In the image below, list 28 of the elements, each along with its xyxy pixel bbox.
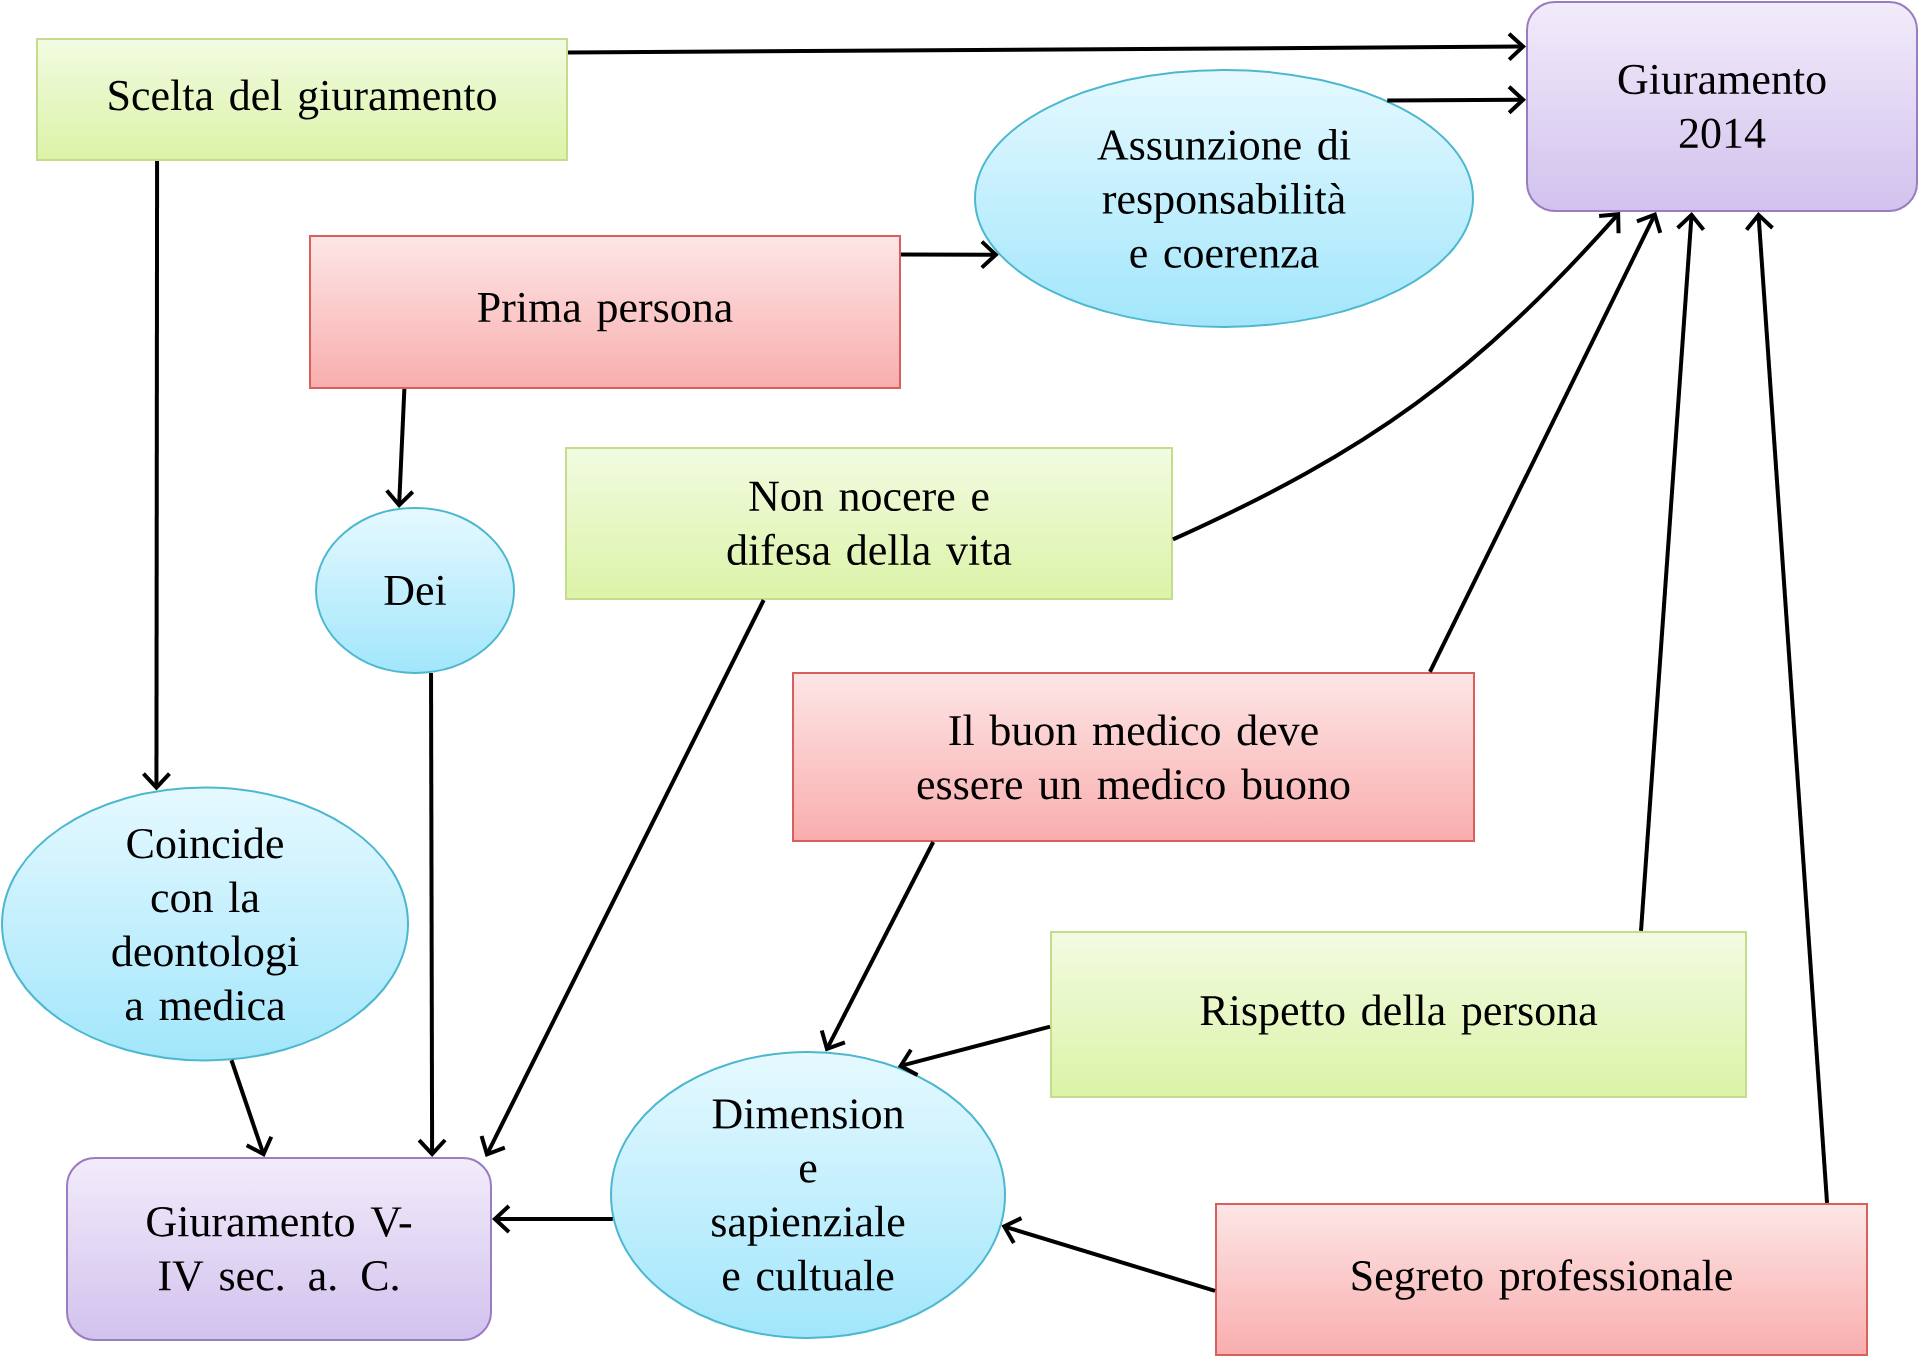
process-box: Il buon medico deve essere un medico buono [792, 672, 1475, 842]
arrow [1745, 211, 1830, 1204]
arrow [901, 240, 999, 270]
arrow [479, 599, 766, 1157]
arrow [1428, 212, 1663, 673]
rounded-box: Giuramento 2014 [1526, 1, 1918, 212]
arrow [1639, 211, 1706, 932]
arrow [142, 160, 171, 791]
ellipse-node: Assunzione di responsabilità e coerenza [974, 69, 1474, 328]
arrow [568, 32, 1526, 62]
process-box: Prima persona [309, 235, 901, 389]
arrow [1001, 1216, 1216, 1293]
circle-node: Dei [315, 507, 515, 674]
process-box: Non nocere e difesa della vita [565, 447, 1173, 600]
arrow [417, 672, 447, 1157]
arrow [1387, 85, 1526, 115]
process-box: Segreto professionale [1215, 1203, 1868, 1356]
process-box: Scelta del giuramento [36, 38, 568, 161]
arrow [229, 1059, 274, 1157]
arrow [492, 1204, 613, 1234]
process-box: Rispetto della persona [1050, 931, 1747, 1098]
ellipse-node: Coincide con la deontologi a medica [1, 786, 409, 1062]
arrow [897, 1024, 1051, 1077]
ellipse-node: Dimension e sapienziale e cultuale [610, 1051, 1006, 1339]
rounded-box: Giuramento V-IV sec. a. C. [66, 1157, 492, 1341]
arrow [1172, 211, 1621, 542]
arrow [819, 841, 935, 1052]
arrow [385, 388, 415, 509]
